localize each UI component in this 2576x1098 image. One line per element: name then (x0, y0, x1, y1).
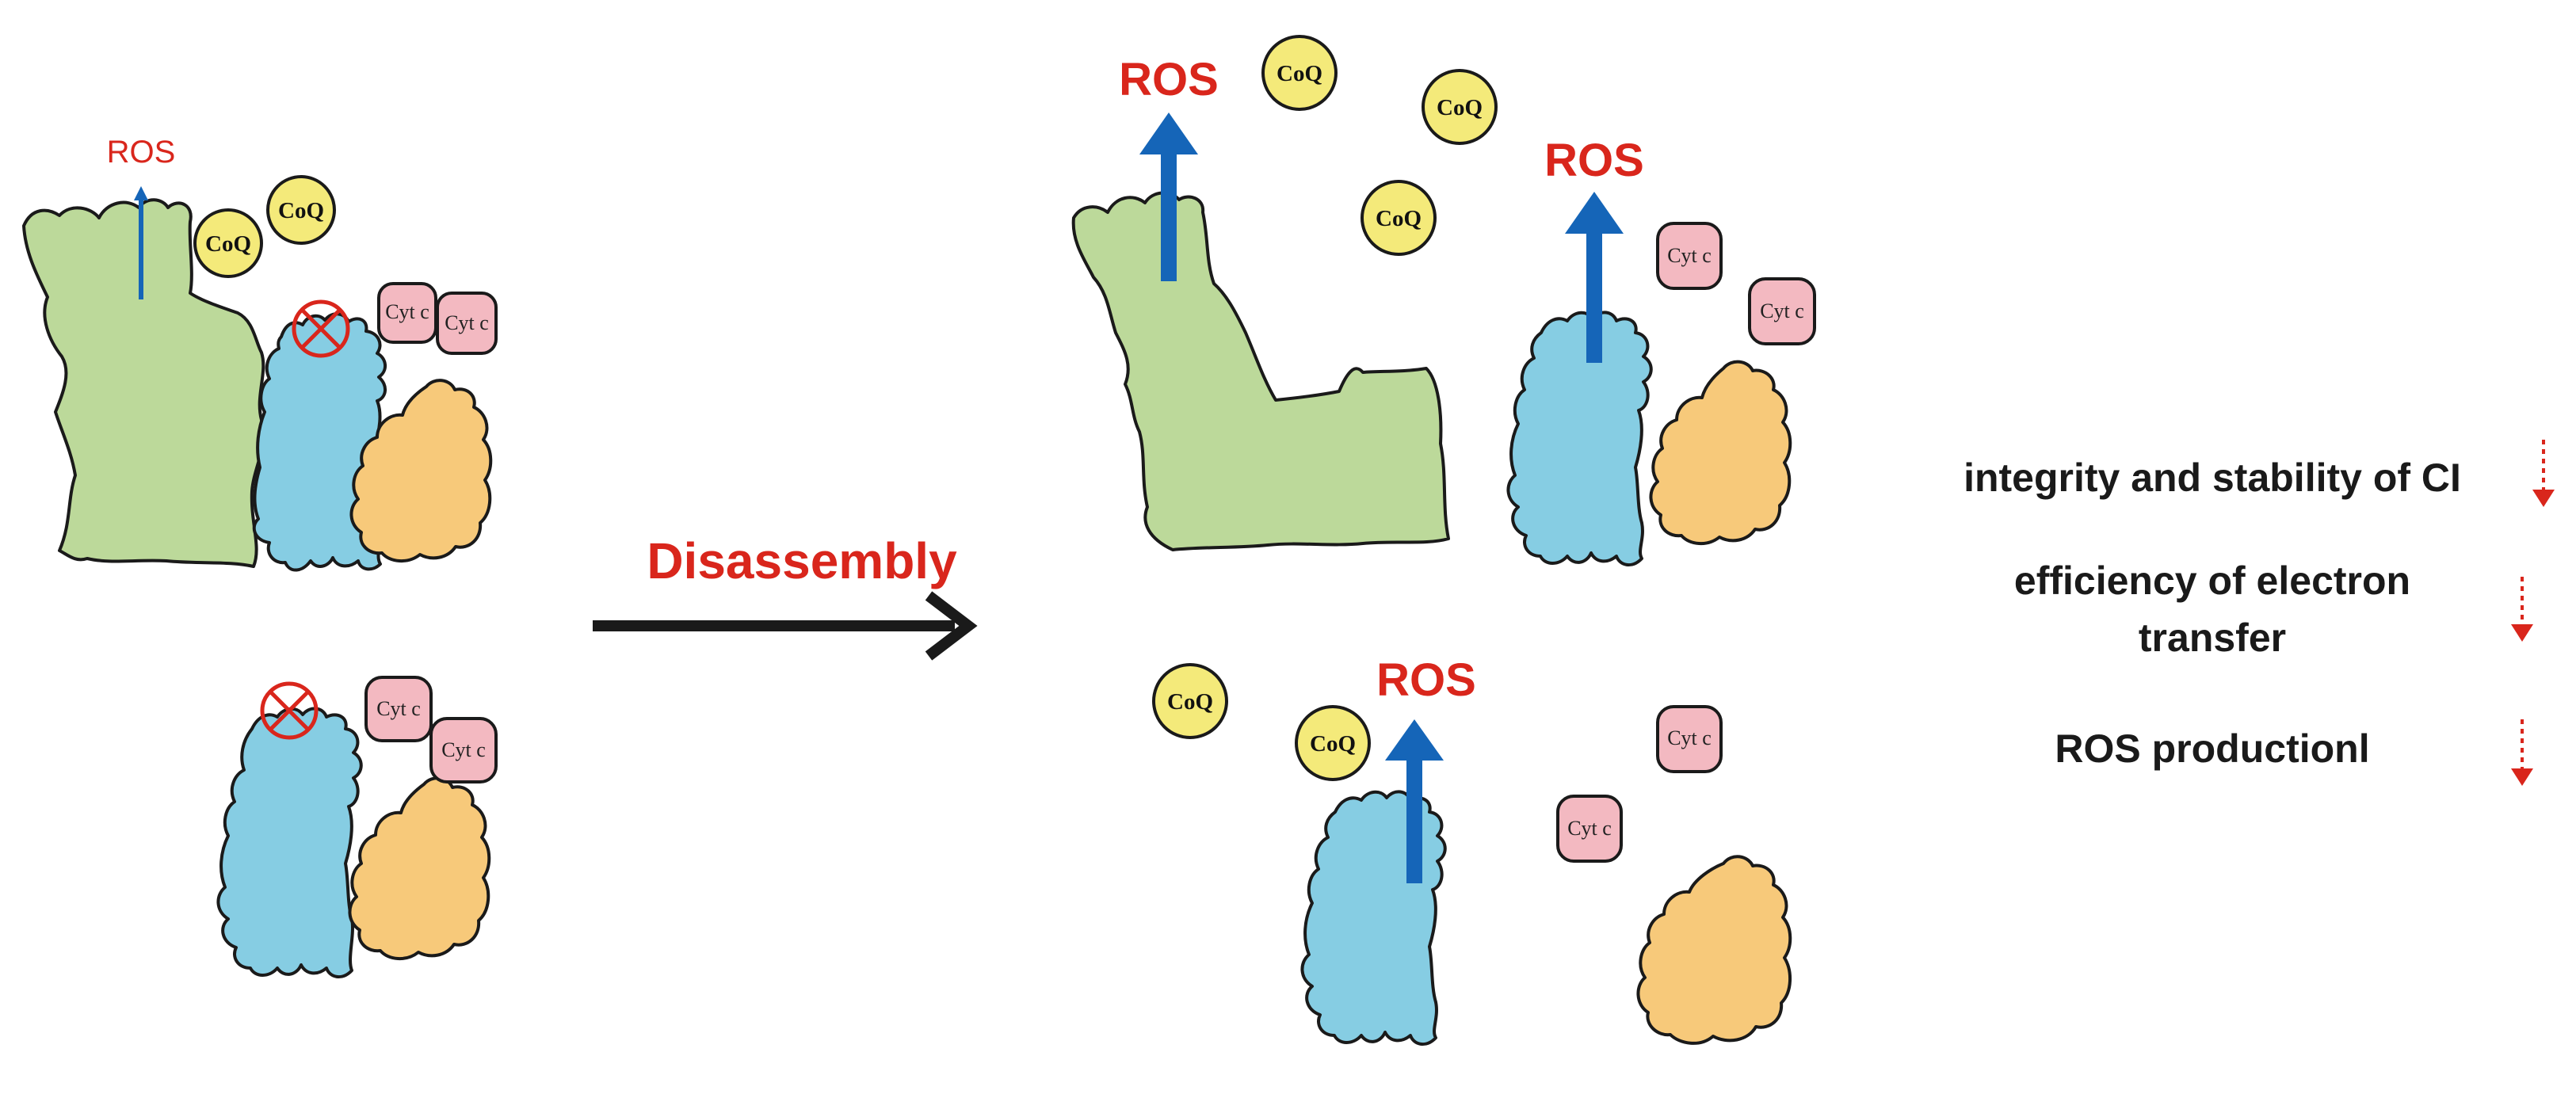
svg-text:Cyt c: Cyt c (1667, 726, 1712, 749)
svg-text:CoQ: CoQ (1437, 95, 1483, 120)
effects-list: integrity and stability of CI efficiency… (1963, 440, 2555, 786)
ros-label-large: ROS (1119, 54, 1219, 105)
svg-text:Cyt c: Cyt c (1760, 299, 1804, 322)
free-complex-iii-iv: ROS (1506, 135, 1792, 566)
supercomplex-left-top: ROS CoQ CoQ Cyt c Cyt c (22, 135, 498, 572)
decrease-arrow-icon (2532, 440, 2555, 507)
cytc-molecule: Cyt c (377, 282, 437, 344)
complex-i-shape (1071, 191, 1450, 551)
complex-iii-shape (1300, 790, 1447, 1046)
coq-molecule: CoQ (1261, 35, 1338, 111)
coq-molecule: CoQ (1422, 69, 1498, 145)
complex-iv-shape (349, 379, 493, 562)
complex-iv-shape (348, 776, 491, 960)
svg-text:Cyt c: Cyt c (1567, 817, 1612, 840)
svg-text:Cyt c: Cyt c (445, 311, 489, 334)
ros-label-small: ROS (107, 135, 176, 170)
complex-i-shape (22, 198, 265, 568)
effect-electron-transfer-line1: efficiency of electron (2014, 559, 2410, 603)
coq-molecule: CoQ (1295, 705, 1371, 781)
effect-electron-transfer-line2: transfer (2139, 616, 2286, 660)
free-complex-i: ROS (1071, 54, 1450, 551)
svg-text:CoQ: CoQ (205, 231, 251, 257)
inhibit-icon (292, 299, 350, 358)
cytc-molecule: Cyt c (1748, 277, 1816, 345)
svg-text:CoQ: CoQ (278, 198, 324, 223)
supercomplex-left-bottom: Cyt c Cyt c (216, 676, 498, 978)
complex-iii-shape (1506, 311, 1653, 566)
coq-molecule: CoQ (1152, 663, 1228, 739)
svg-text:CoQ: CoQ (1310, 731, 1356, 757)
effect-integrity: integrity and stability of CI (1963, 456, 2461, 500)
decrease-arrow-icon (2511, 719, 2533, 786)
coq-molecule: CoQ (266, 175, 336, 245)
free-complex-iv-shape (1636, 855, 1792, 1045)
effect-ros-production: ROS productionl (2055, 726, 2369, 771)
coq-molecule: CoQ (193, 208, 263, 278)
inhibit-icon (260, 681, 319, 740)
cytc-molecule: Cyt c (429, 717, 498, 783)
svg-text:CoQ: CoQ (1277, 61, 1322, 86)
cytc-molecule: Cyt c (1556, 795, 1623, 863)
svg-text:Cyt c: Cyt c (441, 738, 486, 761)
cytc-molecule: Cyt c (364, 676, 433, 742)
disassembly-label: Disassembly (647, 532, 957, 589)
decrease-arrow-icon (2511, 577, 2533, 642)
svg-text:Cyt c: Cyt c (376, 697, 421, 720)
cytc-molecule: Cyt c (436, 292, 498, 355)
cytc-molecule: Cyt c (1656, 222, 1723, 290)
disassembly-arrow: Disassembly (593, 532, 978, 661)
complex-iii-shape (216, 707, 363, 978)
svg-text:Cyt c: Cyt c (1667, 244, 1712, 267)
free-complex-iii: ROS (1300, 654, 1476, 1046)
ros-label-large: ROS (1376, 654, 1476, 706)
coq-molecule: CoQ (1361, 180, 1437, 256)
svg-text:CoQ: CoQ (1376, 206, 1422, 231)
complex-iv-shape (1649, 360, 1792, 545)
ros-label-large: ROS (1544, 135, 1644, 186)
cytc-molecule: Cyt c (1656, 705, 1723, 773)
svg-text:Cyt c: Cyt c (385, 300, 429, 323)
svg-text:CoQ: CoQ (1167, 689, 1213, 715)
